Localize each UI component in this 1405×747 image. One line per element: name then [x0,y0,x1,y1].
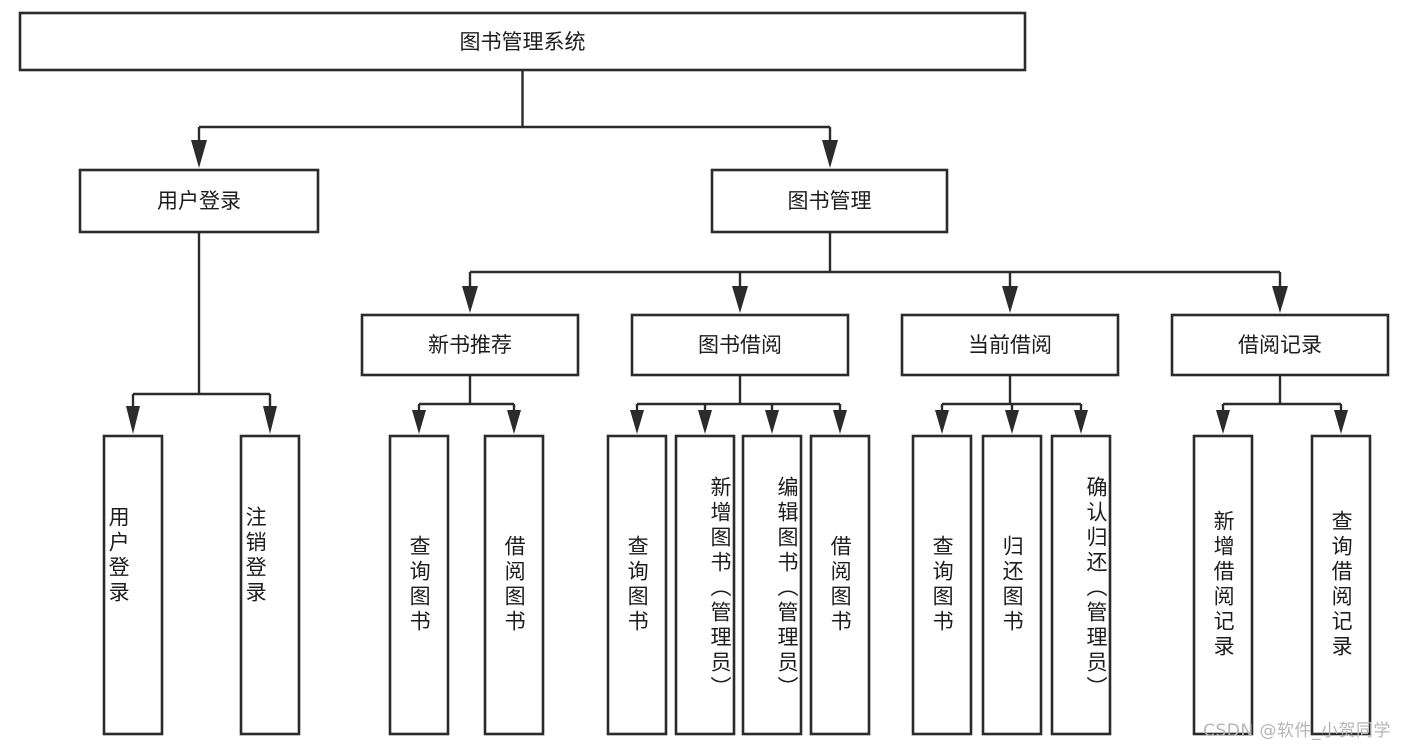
node-user-login-box [78,168,320,234]
leaf-boxes-group [102,434,1372,736]
connector-group-borrow-record [1216,375,1348,434]
arrow-head-user-login [191,140,207,168]
node-leaf-query-book-3-box[interactable] [911,434,973,736]
arrow-head-leaf-edit-book-admin [765,410,779,434]
node-leaf-borrow-book-2-box[interactable] [809,434,871,736]
arrow-head-leaf-borrow-book-2 [833,410,847,434]
arrow-head-leaf-add-book-admin [698,410,712,434]
arrow-head-leaf-user-login [126,406,140,434]
node-leaf-add-book-admin-box[interactable] [674,434,736,736]
arrow-head-leaf-confirm-return-admin [1074,410,1088,434]
connector-group-new-book-recommend [412,375,521,434]
node-root-box [18,11,1027,72]
node-leaf-logout-box[interactable] [239,434,301,736]
node-book-manage[interactable]: 图书管理 [710,168,949,234]
arrow-head-leaf-query-book-2 [630,410,644,434]
node-borrow-record-label: 借阅记录 [1238,333,1322,357]
node-leaf-query-book-2-box[interactable] [606,434,668,736]
arrow-head-leaf-query-borrow-record [1334,410,1348,434]
node-leaf-confirm-return-admin-box[interactable] [1050,434,1112,736]
arrow-head-current-borrow [1002,286,1018,313]
node-borrow-record[interactable]: 借阅记录 [1170,313,1390,377]
node-current-borrow-label: 当前借阅 [968,333,1052,357]
connector-group-root [191,70,838,168]
connector-group-book-borrow [630,375,847,434]
node-book-manage-box [710,168,949,234]
arrow-head-borrow-record [1272,286,1288,313]
node-current-borrow[interactable]: 当前借阅 [900,313,1120,377]
csdn-watermark: CSDN @软件_小贺同学 [1203,721,1391,741]
node-current-borrow-box [900,313,1120,377]
arrow-head-book-borrow [732,286,748,313]
connector-group-user-login [126,232,277,434]
arrow-head-book-manage [822,140,838,168]
node-user-login-label: 用户登录 [157,189,241,213]
node-new-book-recommend-label: 新书推荐 [428,333,512,357]
node-new-book-recommend-box [360,313,580,377]
node-leaf-query-book-1-box[interactable] [388,434,450,736]
node-book-manage-label: 图书管理 [788,189,872,213]
node-new-book-recommend[interactable]: 新书推荐 [360,313,580,377]
arrow-head-leaf-query-book-3 [935,410,949,434]
arrow-head-leaf-borrow-book-1 [507,410,521,434]
node-book-borrow-box [630,313,850,377]
node-book-borrow[interactable]: 图书借阅 [630,313,850,377]
arrow-head-new-book-recommend [462,286,478,313]
arrow-head-leaf-add-borrow-record [1216,410,1230,434]
node-leaf-user-login-box[interactable] [102,434,164,736]
arrow-head-leaf-query-book-1 [412,410,426,434]
node-leaf-query-borrow-record-box[interactable] [1310,434,1372,736]
arrow-head-leaf-return-book [1005,410,1019,434]
connector-group-current-borrow [935,375,1088,434]
node-root-label: 图书管理系统 [460,30,586,54]
connector-group-book-manage [462,232,1288,313]
node-borrow-record-box [1170,313,1390,377]
arrow-head-leaf-logout [263,406,277,434]
node-leaf-add-borrow-record-box[interactable] [1192,434,1254,736]
node-leaf-return-book-box[interactable] [981,434,1043,736]
node-root[interactable]: 图书管理系统 [18,11,1027,72]
node-leaf-borrow-book-1-box[interactable] [483,434,545,736]
node-book-borrow-label: 图书借阅 [698,333,782,357]
node-user-login[interactable]: 用户登录 [78,168,320,234]
node-leaf-edit-book-admin-box[interactable] [741,434,803,736]
